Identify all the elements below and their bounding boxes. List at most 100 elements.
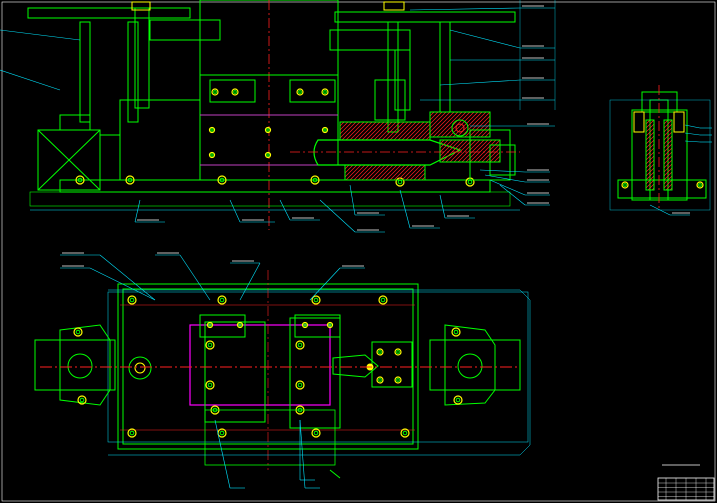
circle: [467, 179, 473, 185]
circle: [310, 175, 320, 185]
outline-rect: [294, 314, 341, 338]
line: [649, 204, 671, 216]
line: [493, 155, 500, 162]
line: [99, 254, 156, 301]
line: [349, 122, 369, 140]
line: [421, 176, 425, 180]
circle: [207, 342, 213, 348]
line: [505, 112, 530, 137]
circle: [205, 340, 215, 350]
circle: [402, 430, 408, 436]
outline-rect: [59, 114, 91, 131]
injection-nozzle: [313, 139, 462, 166]
line: [430, 112, 455, 137]
line: [349, 184, 356, 216]
circle: [623, 183, 627, 187]
line: [684, 140, 701, 143]
outline-rect: [387, 21, 399, 133]
line: [510, 140, 532, 162]
line: [664, 175, 672, 185]
line: [432, 112, 459, 137]
circle: [236, 321, 244, 329]
circle: [326, 321, 334, 329]
line: [514, 140, 536, 162]
circle: [313, 430, 319, 436]
line: [440, 112, 467, 137]
title-block: [657, 464, 715, 501]
circle: [73, 327, 83, 337]
circle: [295, 380, 305, 390]
line: [413, 168, 425, 180]
line: [473, 140, 497, 162]
front-view-labels: [137, 5, 549, 231]
hatch-lines: [345, 165, 425, 180]
line: [440, 140, 441, 141]
line: [341, 122, 361, 140]
line: [214, 419, 231, 489]
circle: [128, 356, 152, 380]
line: [449, 140, 473, 162]
line: [385, 122, 405, 140]
circle: [233, 90, 237, 94]
circle: [219, 177, 225, 183]
line: [319, 199, 356, 233]
outline-rect: [79, 21, 91, 123]
line: [646, 151, 654, 161]
line: [357, 122, 377, 140]
line: [502, 140, 524, 162]
line: [179, 254, 211, 301]
outline-rect: [34, 339, 116, 391]
line: [365, 165, 382, 180]
line: [440, 140, 457, 157]
circle: [208, 151, 216, 159]
circle: [397, 179, 403, 185]
line: [489, 179, 526, 196]
circle: [125, 175, 135, 185]
circle: [77, 177, 83, 183]
line: [453, 140, 477, 162]
circle: [127, 428, 137, 438]
outline-rect: [439, 21, 451, 113]
line: [499, 184, 526, 206]
line: [399, 189, 411, 229]
circle: [400, 428, 410, 438]
line: [706, 120, 717, 190]
outline-rect: [204, 321, 266, 423]
circle: [217, 175, 227, 185]
circle: [451, 119, 469, 137]
outline-rect: [429, 111, 491, 138]
circle: [311, 295, 321, 305]
outline-rect: [134, 7, 150, 109]
line: [664, 147, 672, 157]
circle: [264, 126, 272, 134]
line: [452, 112, 479, 137]
line: [440, 140, 461, 161]
circle: [79, 397, 85, 403]
line: [345, 165, 362, 180]
line: [357, 165, 374, 180]
circle: [453, 395, 463, 405]
line: [349, 165, 366, 180]
line: [413, 123, 430, 140]
circle: [210, 128, 214, 132]
line: [464, 112, 490, 137]
outline-rect: [131, 1, 151, 11]
line: [684, 132, 701, 136]
circle: [295, 340, 305, 350]
line: [646, 147, 654, 157]
outline-rect: [394, 49, 411, 111]
circle: [207, 382, 213, 388]
line: [440, 140, 449, 149]
outline-rect: [645, 119, 655, 191]
line: [484, 131, 490, 137]
line: [425, 135, 430, 140]
outline-rect: [27, 7, 191, 19]
circle: [75, 329, 81, 335]
path: [444, 324, 496, 406]
circle: [621, 181, 629, 189]
line: [513, 112, 538, 137]
circle: [266, 153, 270, 157]
line: [0, 69, 61, 91]
circle: [231, 88, 239, 96]
circle: [264, 151, 272, 159]
